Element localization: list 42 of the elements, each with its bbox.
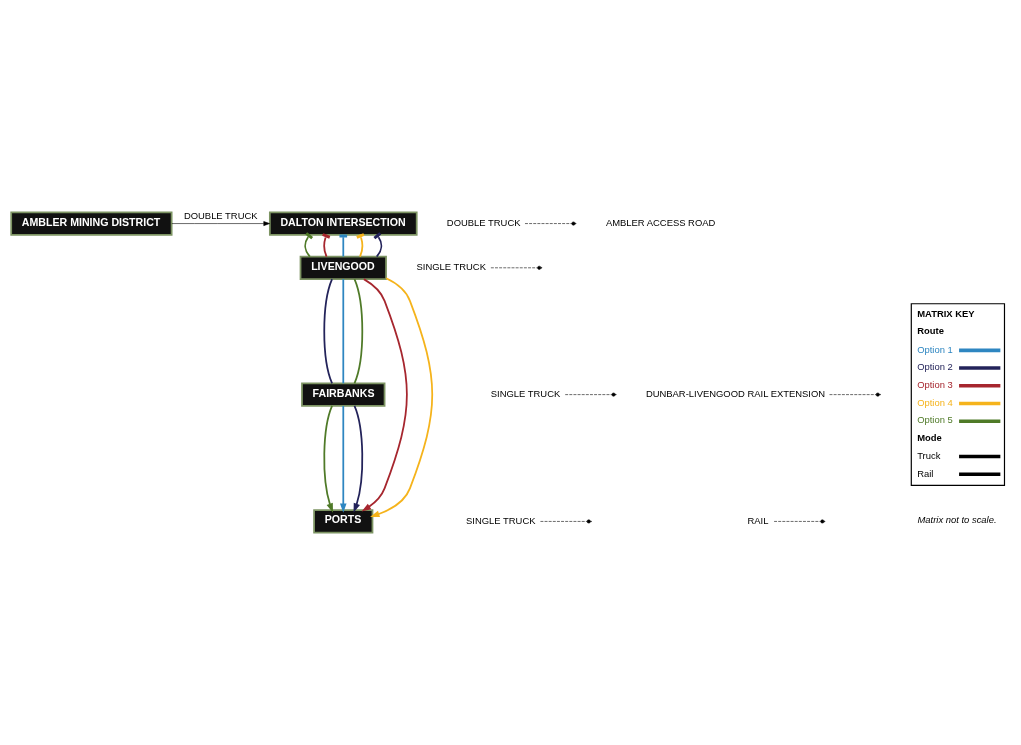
legend-label: Option 3 — [917, 379, 953, 391]
connector — [353, 278, 364, 385]
node-box: FAIRBANKS — [301, 382, 386, 407]
connector — [773, 521, 821, 522]
arrow — [353, 405, 364, 513]
legend-label: Option 5 — [917, 414, 953, 426]
arrow — [339, 405, 347, 513]
connector — [342, 278, 345, 385]
label: Matrix not to scale. — [917, 514, 997, 526]
label: Mode — [917, 431, 942, 443]
node-box: PORTS — [313, 509, 374, 534]
connector — [524, 223, 573, 224]
node-box: LIVENGOOD — [299, 255, 387, 280]
connector — [540, 521, 588, 522]
edge-label: DOUBLE TRUCK — [183, 209, 258, 221]
connector — [373, 232, 383, 258]
legend-label: Option 1 — [917, 343, 953, 355]
label: AMBLER ACCESS ROAD — [605, 216, 716, 228]
arrow — [323, 405, 333, 513]
legend-label: Option 2 — [917, 361, 953, 373]
connector — [304, 232, 314, 258]
connector — [829, 394, 877, 395]
connector — [490, 267, 538, 269]
connector — [356, 233, 365, 258]
node-text: DOUBLE TRUCK — [446, 216, 521, 228]
node-box: AMBLER MINING DISTRICT — [10, 211, 173, 236]
node-text: SINGLE TRUCK — [466, 514, 536, 526]
label: MATRIX KEY — [917, 307, 975, 319]
node-text: SINGLE TRUCK — [416, 261, 486, 273]
connector — [322, 233, 331, 258]
label: Route — [917, 325, 944, 337]
node-text: DUNBAR-LIVENGOOD RAIL EXTENSION — [645, 387, 826, 399]
legend-label: Truck — [917, 449, 941, 461]
node-text: SINGLE TRUCK — [490, 387, 561, 399]
arrow — [171, 221, 270, 226]
connector — [564, 394, 613, 395]
legend-label: Rail — [917, 467, 934, 479]
connector — [323, 278, 333, 385]
arrow — [370, 277, 434, 518]
arrow — [361, 278, 408, 512]
legend-label: Option 4 — [917, 396, 953, 408]
node-text: RAIL — [747, 514, 769, 526]
